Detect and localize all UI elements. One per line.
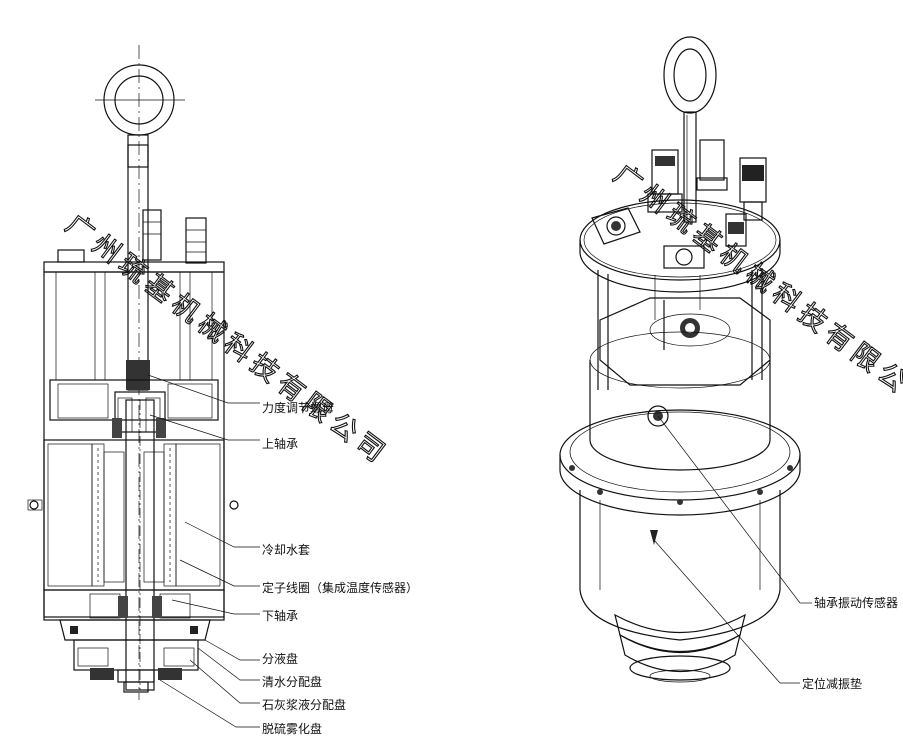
connector-right-4 (725, 213, 747, 247)
callout-damping-pad: 定位减振垫 (802, 676, 862, 691)
callout-force-nut: 力度调节螺母 (262, 400, 334, 415)
left-callouts: 力度调节螺母 上轴承 冷却水套 定子线圈（集成温度传感器） 下轴承 分液盘 清水… (262, 400, 418, 736)
watermark-left: 广 州 琉 基 机 械 科 技 有 限 公 司 (59, 208, 390, 469)
motor-body-right (589, 360, 771, 471)
callout-cooling-jacket: 冷却水套 (262, 543, 310, 557)
callout-atomizer-disc: 脱硫雾化盘 (262, 721, 322, 736)
callout-water-disc: 清水分配盘 (262, 674, 322, 689)
isometric-view (559, 36, 801, 683)
wm-r-11: 司 (898, 377, 903, 418)
callout-liquid-disc: 分液盘 (262, 651, 298, 666)
connector-right-2 (699, 139, 725, 181)
connector-left-1 (142, 209, 162, 261)
atomizer-wheel (619, 633, 741, 673)
watermark-right: 广 州 琉 基 机 械 科 技 有 限 公 司 (607, 158, 903, 419)
atomizer-disc-part (73, 639, 199, 671)
callout-lower-bearing: 下轴承 (262, 608, 298, 623)
sectional-view (27, 45, 239, 700)
right-callouts: 轴承振动传感器 定位减振垫 (802, 595, 898, 691)
left-leaders (147, 374, 260, 728)
sensor-flange (591, 207, 641, 245)
mounting-flange (559, 409, 801, 501)
motor-housing-left (43, 439, 225, 591)
outer-casing-left (43, 271, 225, 618)
callout-lime-disc: 石灰浆液分配盘 (262, 697, 346, 712)
callout-stator-coil: 定子线圈（集成温度传感器） (262, 580, 418, 595)
callout-upper-bearing: 上轴承 (262, 436, 298, 451)
vibration-sensor-part (647, 405, 669, 427)
force-nut-part (126, 360, 150, 390)
connector-left-2 (185, 217, 207, 264)
lifting-eye-right (663, 36, 717, 114)
right-leaders (653, 415, 812, 684)
callout-vibration-sensor: 轴承振动传感器 (814, 595, 898, 610)
